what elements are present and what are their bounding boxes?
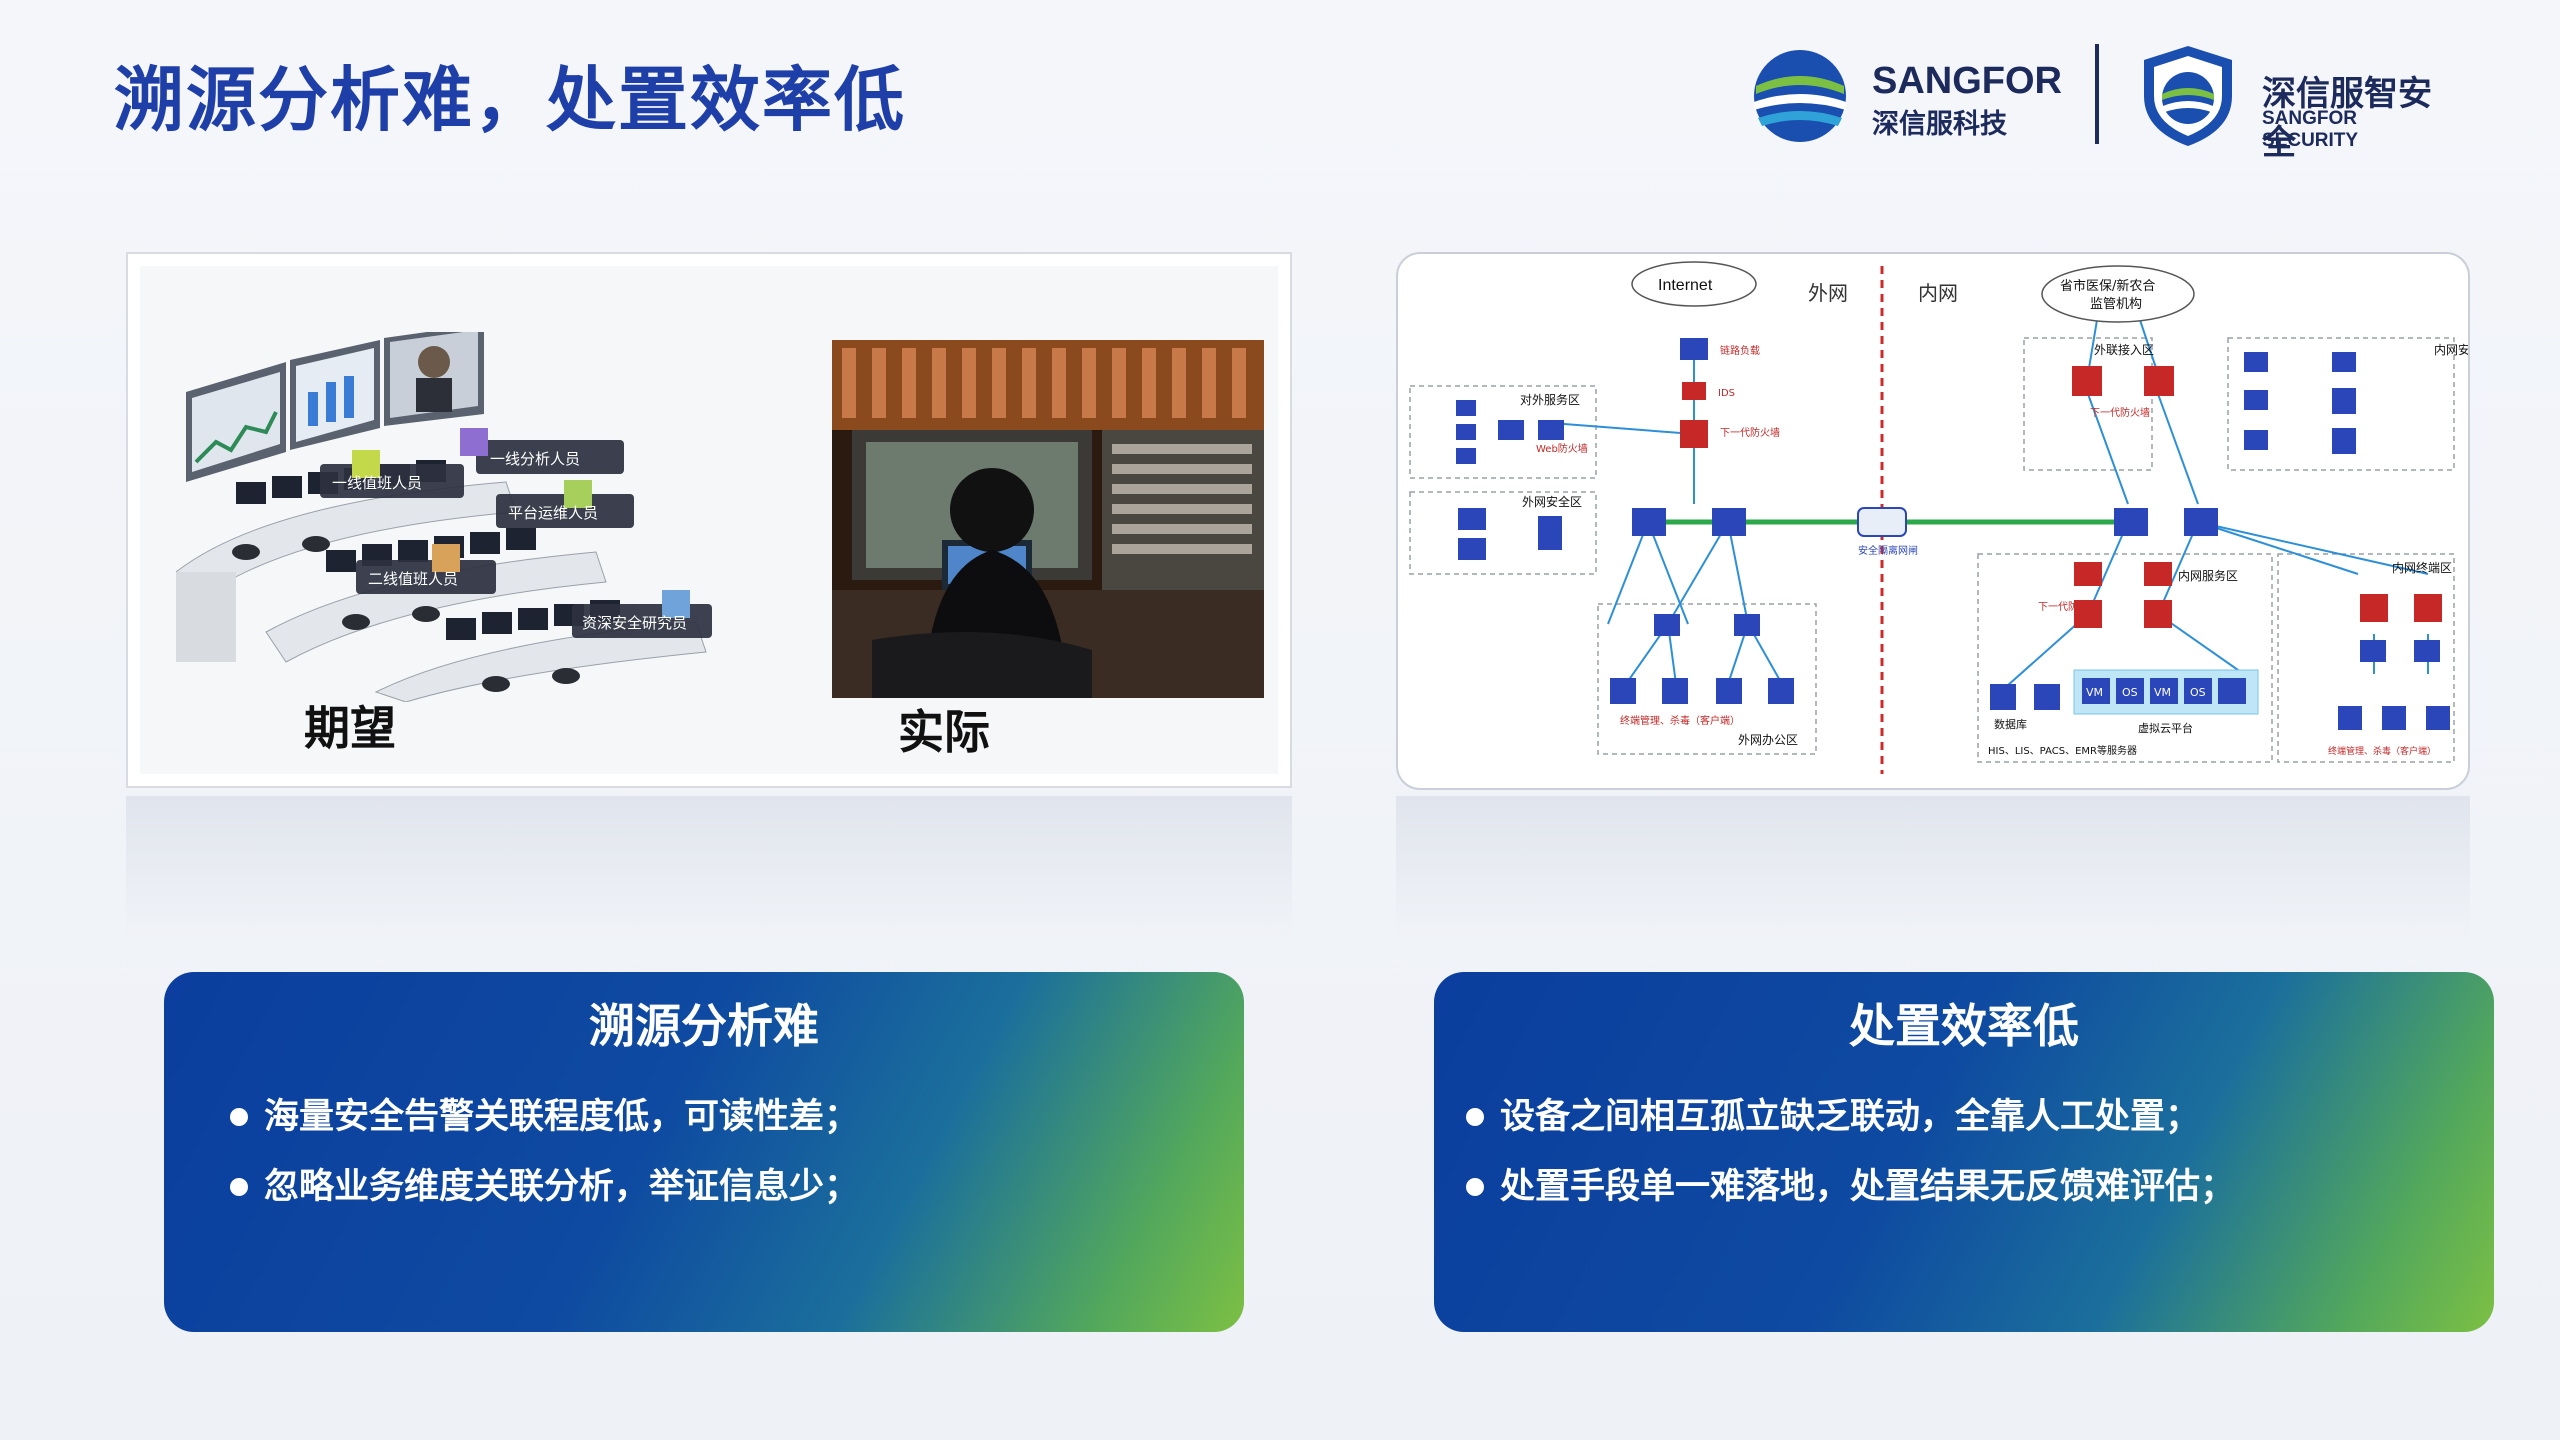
- sangfor-globe-logo: [1754, 50, 1846, 142]
- ext-office-label: 外网办公区: [1738, 732, 1798, 747]
- regulator-label-1: 省市医保/新农合: [2060, 278, 2155, 294]
- brand-name: SANGFOR: [1872, 60, 2062, 102]
- card-title: 处置效率低: [1849, 999, 2079, 1053]
- page-title: 溯源分析难，处置效率低: [114, 59, 906, 141]
- regulator-label-2: 监管机构: [2090, 297, 2142, 312]
- expect-label: 期望: [304, 701, 396, 755]
- brand-logos: SANGFOR 深信服科技 深信服智安全 SANGFOR SECURITY: [1750, 38, 2450, 163]
- sangfor-security-shield-logo: [2144, 46, 2232, 146]
- inner-security-label: 内网安全区: [2434, 342, 2468, 357]
- regulator-cloud: 省市医保/新农合 监管机构: [2041, 265, 2195, 323]
- response-efficiency-card: 处置效率低 设备之间相互孤立缺乏联动，全靠人工处置； 处置手段单一难落地，处置结…: [1434, 972, 2494, 1332]
- left-panel-reflection: [126, 796, 1292, 936]
- os-label: OS: [2122, 686, 2138, 699]
- database-label: 数据库: [1994, 717, 2027, 731]
- brand-name-cn: 深信服科技: [1872, 109, 2007, 140]
- right-panel-reflection: [1396, 796, 2470, 936]
- vm-label-2: VM: [2154, 686, 2171, 699]
- role-tag: 平台运维人员: [508, 504, 598, 522]
- ext-access-label: 外联接入区: [2094, 342, 2154, 357]
- brand-divider: [2095, 44, 2099, 144]
- servers-label: HIS、LIS、PACS、EMR等服务器: [1988, 744, 2137, 757]
- security-brand-en: SANGFOR SECURITY: [2262, 108, 2359, 151]
- isolation-label: 安全隔离网闸: [1858, 544, 1918, 557]
- ngfw-label-access: 下一代防火墙: [2090, 406, 2150, 419]
- ngfw-label-outer: 下一代防火墙: [1720, 426, 1780, 439]
- internet-label: Internet: [1658, 277, 1713, 294]
- actual-label: 实际: [898, 705, 990, 759]
- security-brand-cn: 深信服智安全: [2262, 74, 2432, 163]
- card-bullet-list: 设备之间相互孤立缺乏联动，全靠人工处置； 处置手段单一难落地，处置结果无反馈难评…: [1466, 1082, 2235, 1222]
- trace-analysis-card: 溯源分析难 海量安全告警关联程度低，可读性差； 忽略业务维度关联分析，举证信息少…: [164, 972, 1244, 1332]
- card-bullet: 设备之间相互孤立缺乏联动，全靠人工处置；: [1466, 1082, 2235, 1152]
- terminal-mgmt-label: 终端管理、杀毒（客户端）: [1620, 714, 1740, 727]
- expect-vs-actual-panel: 一线分析人员 一线值班人员 平台运维人员 二线值班人员 资深安全研究员 期望 实…: [126, 252, 1292, 788]
- card-bullet: 处置手段单一难落地，处置结果无反馈难评估；: [1466, 1152, 2235, 1222]
- role-tag: 一线分析人员: [490, 450, 580, 468]
- terminal-mgmt-label-inner: 终端管理、杀毒（客户端）: [2328, 745, 2436, 757]
- ids-label: IDS: [1718, 388, 1735, 399]
- outer-net-label: 外网: [1808, 281, 1848, 305]
- network-topology-diagram: Internet 省市医保/新农合 监管机构 外网 内网 链路负载 IDS 下一…: [1409, 261, 2468, 774]
- role-tag: 二线值班人员: [368, 570, 458, 588]
- role-tag: 资深安全研究员: [582, 614, 687, 632]
- internet-cloud: Internet: [1631, 261, 1757, 307]
- role-tag: 一线值班人员: [332, 474, 422, 492]
- inner-terminal-label: 内网终端区: [2392, 560, 2452, 575]
- os-label-2: OS: [2190, 686, 2206, 699]
- card-bullet-list: 海量安全告警关联程度低，可读性差； 忽略业务维度关联分析，举证信息少；: [230, 1082, 859, 1222]
- expect-vs-actual-inner: 一线分析人员 一线值班人员 平台运维人员 二线值班人员 资深安全研究员 期望 实…: [140, 266, 1278, 774]
- operator-at-desk-photo: [832, 340, 1264, 698]
- ext-security-label: 外网安全区: [1522, 494, 1582, 509]
- card-bullet: 海量安全告警关联程度低，可读性差；: [230, 1082, 859, 1152]
- network-topology-panel: Internet 省市医保/新农合 监管机构 外网 内网 链路负载 IDS 下一…: [1396, 252, 2470, 790]
- card-bullet: 忽略业务维度关联分析，举证信息少；: [230, 1152, 859, 1222]
- vcloud-label: 虚拟云平台: [2138, 721, 2193, 735]
- card-title: 溯源分析难: [589, 999, 819, 1053]
- web-fw-label: Web防火墙: [1536, 442, 1588, 455]
- ext-service-label: 对外服务区: [1520, 392, 1580, 407]
- inner-net-label: 内网: [1918, 281, 1958, 305]
- ngfw-label-inner: 下一代防火墙: [2038, 600, 2098, 613]
- link-lb-label: 链路负载: [1720, 344, 1760, 357]
- soc-control-room-illustration: 一线分析人员 一线值班人员 平台运维人员 二线值班人员 资深安全研究员: [176, 332, 712, 702]
- vm-label: VM: [2086, 686, 2103, 699]
- inner-service-label: 内网服务区: [2178, 568, 2238, 583]
